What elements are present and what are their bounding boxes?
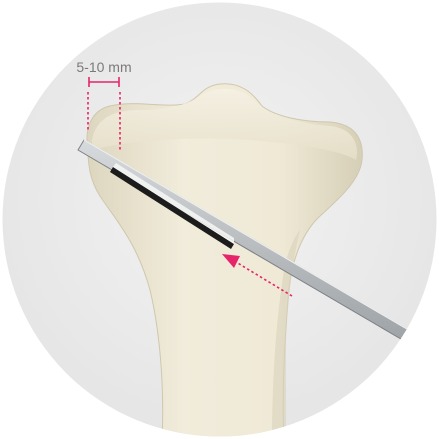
measurement-label: 5-10 mm [76, 59, 131, 75]
